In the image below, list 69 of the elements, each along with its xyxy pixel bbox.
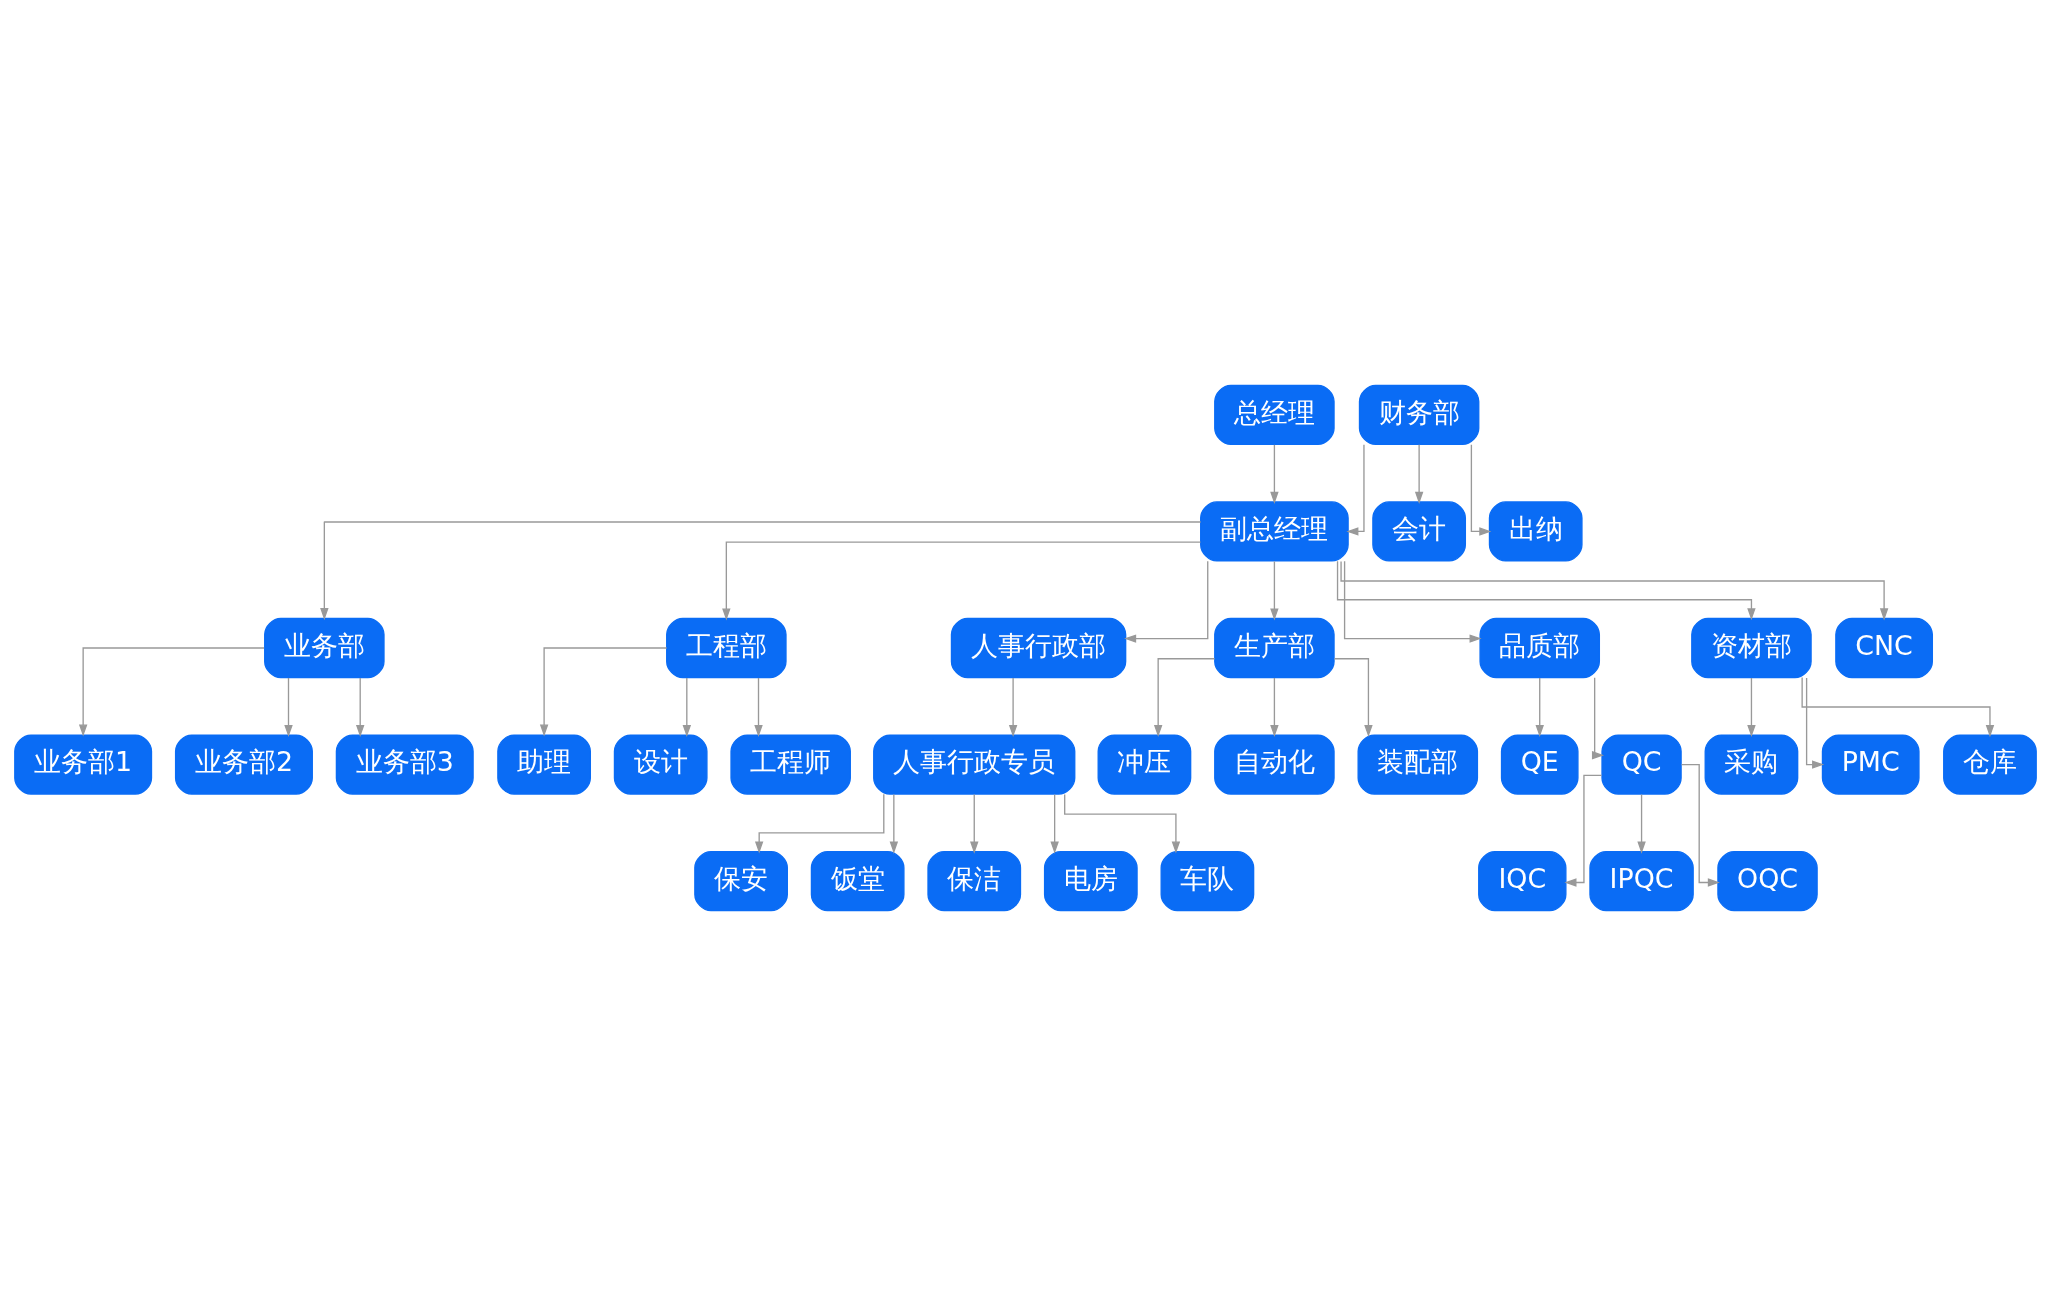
node-box: 工程部 — [665, 617, 787, 678]
arrow — [1591, 676, 1604, 759]
node-box: 业务部1 — [13, 733, 152, 795]
node-box: 工程师 — [729, 733, 851, 795]
node-box: 助理 — [496, 733, 591, 795]
arrow — [1153, 657, 1215, 737]
arrow — [283, 676, 293, 737]
node-box: 出纳 — [1488, 500, 1583, 562]
arrow — [1339, 560, 1888, 620]
node-box: IQC — [1477, 850, 1567, 911]
arrow — [682, 676, 691, 737]
node-box: 总经理 — [1213, 384, 1335, 445]
node-box: 生产部 — [1213, 617, 1335, 678]
arrow — [1063, 793, 1180, 854]
node-box: 电房 — [1043, 850, 1138, 911]
arrow — [1800, 676, 1994, 737]
node-box: 财务部 — [1358, 384, 1479, 445]
node-box: 采购 — [1704, 733, 1798, 795]
node-box: 保安 — [693, 850, 788, 911]
arrow — [889, 793, 898, 854]
node-box: 副总经理 — [1199, 500, 1349, 562]
node-box: 保洁 — [926, 850, 1021, 911]
node-box: PMC — [1821, 733, 1920, 795]
arrow — [1680, 763, 1720, 887]
arrow — [1049, 793, 1059, 854]
node-box: QE — [1500, 733, 1579, 795]
node-box: IPQC — [1588, 850, 1694, 911]
arrow — [1336, 560, 1756, 620]
node-box: 业务部2 — [174, 733, 313, 795]
node-box: 自动化 — [1213, 733, 1335, 795]
arrow — [1269, 443, 1279, 504]
node-box: 人事行政部 — [950, 617, 1126, 678]
arrow — [969, 793, 978, 854]
node-box: 人事行政专员 — [872, 733, 1075, 795]
arrow — [1008, 676, 1017, 737]
node-box: 车队 — [1160, 850, 1254, 911]
arrow — [539, 646, 667, 737]
node-box: 业务部3 — [335, 733, 474, 795]
node-box: 业务部 — [263, 617, 385, 678]
arrow — [1343, 560, 1482, 643]
node-box: 装配部 — [1357, 733, 1478, 795]
arrow — [1563, 774, 1602, 887]
node-box: 冲压 — [1097, 733, 1191, 795]
arrow — [754, 793, 884, 853]
node-box: 仓库 — [1942, 733, 2037, 795]
arrow — [1535, 676, 1544, 737]
arrow — [1345, 443, 1365, 536]
node-box: QC — [1600, 733, 1682, 795]
node-box: OQC — [1716, 850, 1818, 911]
arrow — [319, 520, 1201, 620]
arrow — [753, 676, 763, 737]
node-box: 饭堂 — [810, 850, 905, 911]
node-box: 会计 — [1371, 500, 1466, 562]
node-box: 设计 — [613, 733, 708, 795]
arrow — [1333, 657, 1373, 737]
arrow — [1470, 443, 1491, 536]
arrow — [1269, 560, 1279, 620]
arrow — [1636, 793, 1646, 854]
arrow — [1414, 443, 1423, 504]
arrow — [355, 676, 364, 737]
arrow — [1123, 560, 1208, 643]
arrow — [1805, 676, 1824, 769]
arrow — [1269, 676, 1279, 737]
node-box: CNC — [1834, 617, 1933, 678]
node-box: 资材部 — [1690, 617, 1812, 678]
node-box: 品质部 — [1478, 617, 1600, 678]
arrow — [1746, 676, 1756, 737]
arrow — [721, 540, 1201, 621]
arrow — [78, 646, 265, 737]
